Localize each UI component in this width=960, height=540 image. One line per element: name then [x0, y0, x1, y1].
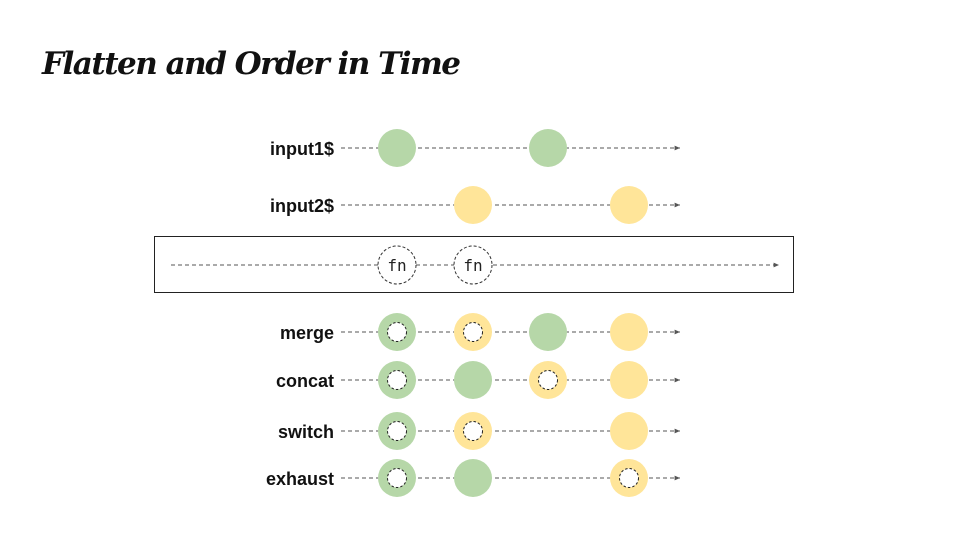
concat-marble-inner — [387, 370, 407, 390]
merge-marble — [610, 313, 648, 351]
exhaust-label: exhaust — [265, 469, 334, 489]
exhaust-marble-inner — [387, 468, 407, 488]
input2-marble — [610, 186, 648, 224]
merge-marble-inner — [463, 322, 483, 342]
switch-label: switch — [277, 422, 334, 442]
concat-marble — [454, 361, 492, 399]
merge-label: merge — [279, 323, 334, 343]
slide-title: Flatten and Order in Time — [42, 46, 461, 82]
exhaust-marble — [454, 459, 492, 497]
fn-marker — [377, 245, 417, 285]
concat-label: concat — [275, 371, 334, 391]
exhaust-marble-inner — [619, 468, 639, 488]
input1-marble — [378, 129, 416, 167]
operator-box — [154, 236, 794, 293]
switch-marble — [610, 412, 648, 450]
input1-label: input1$ — [269, 139, 334, 159]
fn-marker — [453, 245, 493, 285]
merge-marble-inner — [387, 322, 407, 342]
switch-marble-inner — [463, 421, 483, 441]
concat-marble-inner — [538, 370, 558, 390]
merge-marble — [529, 313, 567, 351]
fn-label: fn — [463, 256, 482, 275]
switch-marble-inner — [387, 421, 407, 441]
input2-marble — [454, 186, 492, 224]
fn-label: fn — [387, 256, 406, 275]
concat-marble — [610, 361, 648, 399]
input2-label: input2$ — [269, 196, 334, 216]
input1-marble — [529, 129, 567, 167]
